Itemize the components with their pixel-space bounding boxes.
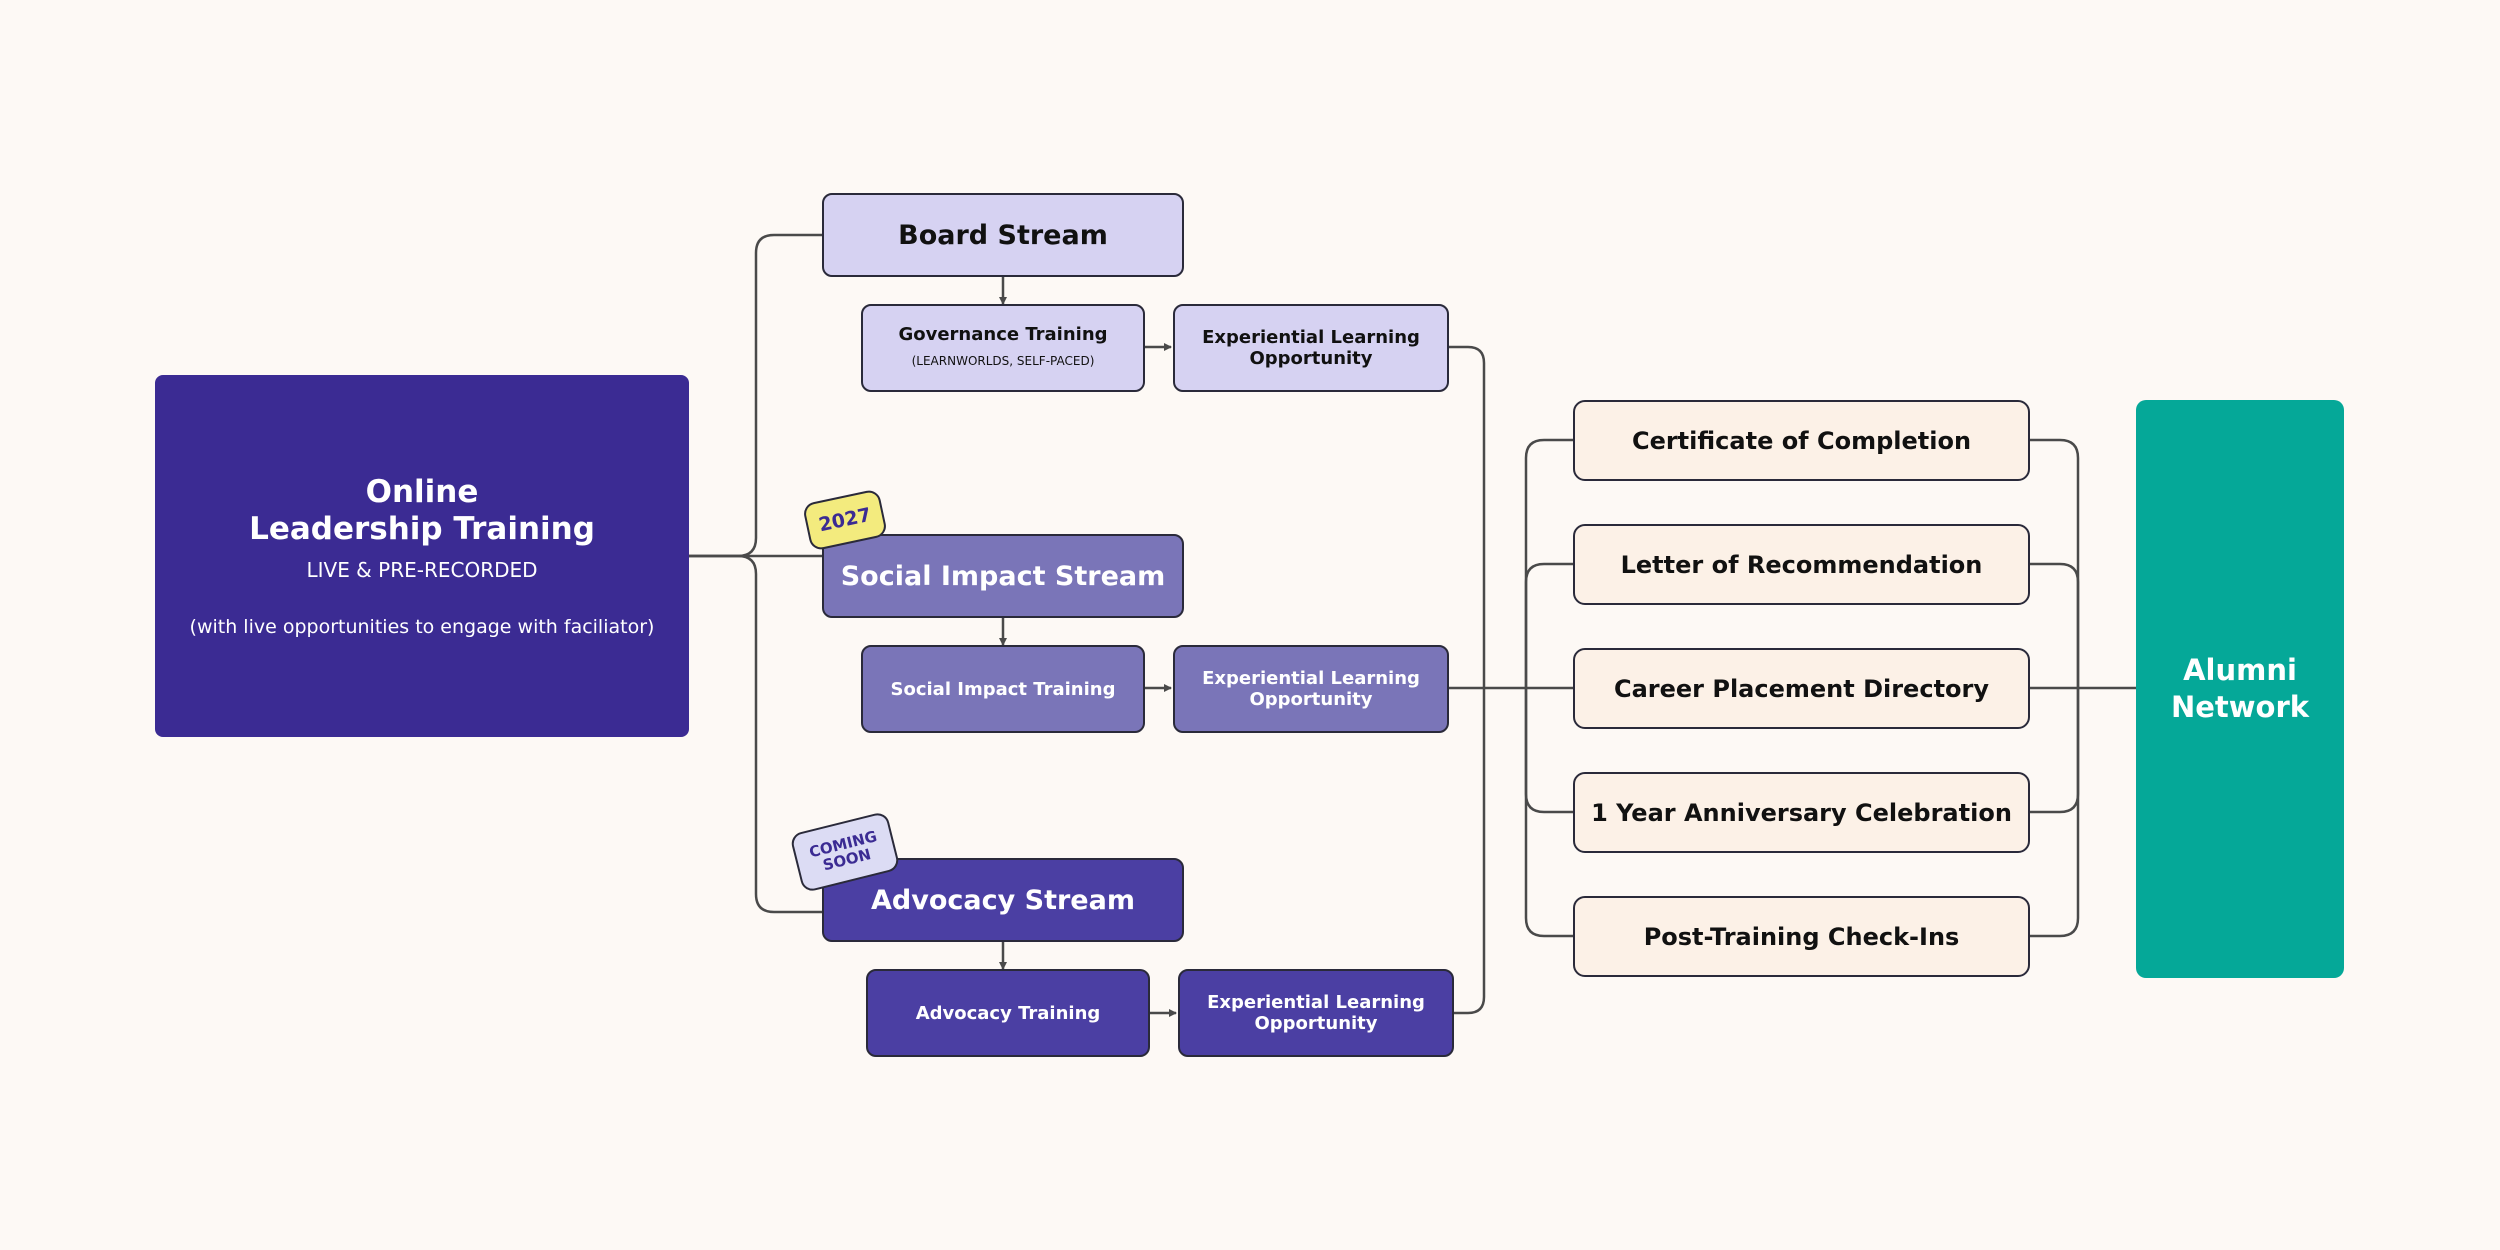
outcome-anniversary-celebration: 1 Year Anniversary Celebration — [1573, 772, 2030, 853]
social-impact-training-box: Social Impact Training — [861, 645, 1145, 733]
social-impact-stream-title: Social Impact Stream — [840, 560, 1166, 592]
connector-fan-anniversary — [1524, 688, 1573, 814]
social-experiential-learning-box: Experiential Learning Opportunity — [1173, 645, 1449, 733]
connector-join-anniversary — [2030, 688, 2080, 814]
connector-main-to-advocacy — [689, 554, 822, 914]
connector-fan-checkins — [1524, 688, 1573, 938]
board-experience-line2: Opportunity — [1249, 348, 1373, 369]
alumni-line1: Alumni — [2183, 653, 2297, 687]
alumni-network-box: Alumni Network — [2136, 400, 2344, 978]
advocacy-experience-line1: Experiential Learning — [1207, 992, 1425, 1013]
main-title: Online Leadership Training — [249, 474, 595, 548]
main-subtitle: LIVE & PRE-RECORDED — [306, 558, 538, 582]
outcome-label: Certificate of Completion — [1631, 426, 1972, 455]
social-impact-training-title: Social Impact Training — [890, 678, 1116, 700]
governance-training-subtitle: (LEARNWORLDS, SELF-PACED) — [911, 354, 1095, 368]
social-impact-stream-box: Social Impact Stream — [822, 534, 1184, 618]
connector-join-recommendation — [2030, 562, 2080, 688]
outcome-label: Post-Training Check-Ins — [1643, 922, 1960, 951]
outcome-certificate-of-completion: Certificate of Completion — [1573, 400, 2030, 481]
governance-training-title: Governance Training — [898, 324, 1108, 345]
board-experience-line1: Experiential Learning — [1202, 327, 1420, 348]
social-experience-line2: Opportunity — [1249, 689, 1373, 710]
connector-fan-certificate — [1524, 438, 1573, 688]
governance-training-box: Governance Training (LEARNWORLDS, SELF-P… — [861, 304, 1145, 392]
outcome-label: Career Placement Directory — [1613, 674, 1990, 703]
advocacy-experiential-learning-box: Experiential Learning Opportunity — [1178, 969, 1454, 1057]
outcome-letter-of-recommendation: Letter of Recommendation — [1573, 524, 2030, 605]
outcome-career-placement-directory: Career Placement Directory — [1573, 648, 2030, 729]
advocacy-stream-title: Advocacy Stream — [871, 884, 1135, 916]
main-title-line2: Leadership Training — [249, 511, 595, 547]
connector-fan-recommendation — [1524, 562, 1573, 688]
connector-advocacy-experience-out — [1454, 688, 1486, 1015]
connector-main-to-board — [689, 233, 822, 558]
main-title-line1: Online — [365, 474, 479, 510]
board-experiential-learning-box: Experiential Learning Opportunity — [1173, 304, 1449, 392]
connector-board-experience-out — [1449, 345, 1486, 688]
outcome-post-training-check-ins: Post-Training Check-Ins — [1573, 896, 2030, 977]
online-leadership-training-box: Online Leadership Training LIVE & PRE-RE… — [155, 375, 689, 737]
alumni-line2: Network — [2170, 690, 2310, 724]
advocacy-training-title: Advocacy Training — [915, 1002, 1101, 1024]
advocacy-training-box: Advocacy Training — [866, 969, 1150, 1057]
social-experience-line1: Experiential Learning — [1202, 668, 1420, 689]
board-stream-box: Board Stream — [822, 193, 1184, 277]
outcome-label: 1 Year Anniversary Celebration — [1591, 798, 2012, 827]
advocacy-experience-line2: Opportunity — [1254, 1013, 1378, 1034]
badge-2027-label: 2027 — [816, 503, 874, 537]
board-stream-title: Board Stream — [898, 219, 1108, 251]
outcome-label: Letter of Recommendation — [1620, 550, 1983, 579]
main-note: (with live opportunities to engage with … — [189, 616, 655, 638]
connector-join-checkins — [2030, 688, 2080, 938]
connector-join-certificate — [2030, 438, 2080, 688]
